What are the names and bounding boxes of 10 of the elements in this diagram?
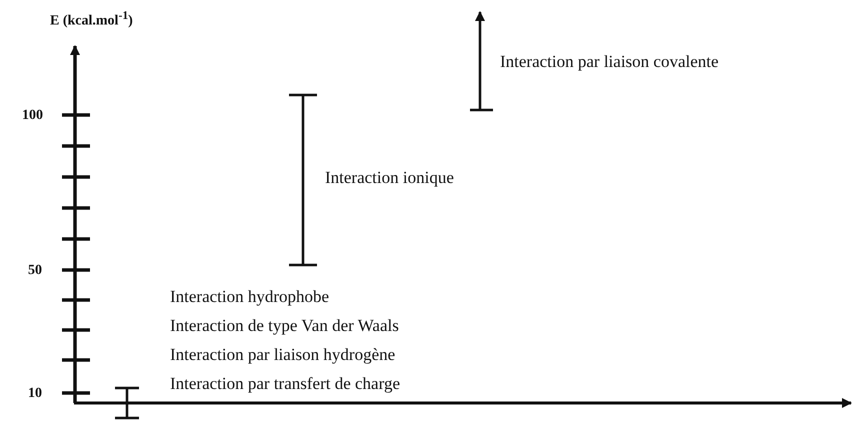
- range-label: Interaction par transfert de charge: [170, 374, 400, 394]
- tick-label: 100: [22, 107, 43, 125]
- range-label: Interaction par liaison covalente: [500, 52, 719, 72]
- tick-label: 10: [28, 385, 42, 403]
- axis-title: E (kcal.mol$^{-1}$): [50, 8, 133, 31]
- range-label: Interaction de type Van der Waals: [170, 316, 399, 336]
- range-label: Interaction hydrophobe: [170, 287, 330, 307]
- range-label: Interaction par liaison hydrogène: [170, 345, 396, 365]
- range-label: Interaction ionique: [325, 168, 454, 188]
- tick-label: 50: [28, 262, 42, 280]
